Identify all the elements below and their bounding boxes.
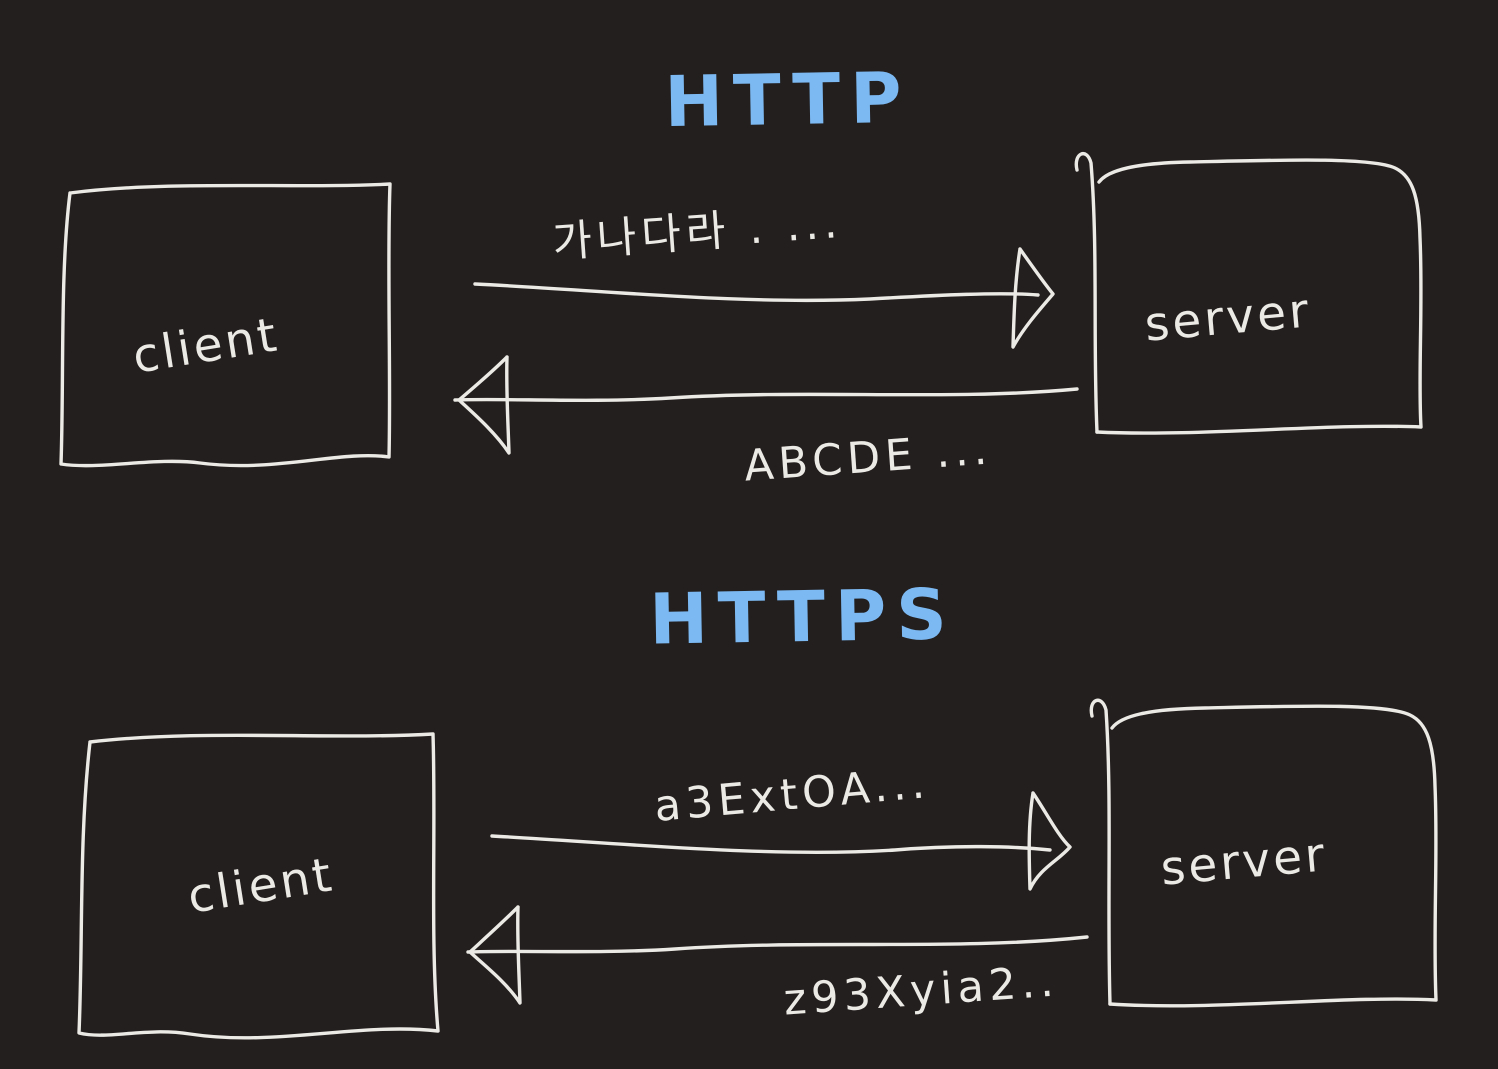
https-request-arrow	[490, 791, 1072, 891]
https-client-box	[77, 732, 440, 1040]
http-section-title: HTTP	[663, 56, 913, 144]
http-request-arrow	[473, 247, 1055, 349]
https-section-title: HTTPS	[648, 573, 958, 661]
http-server-box	[1074, 152, 1423, 435]
https-response-arrow	[466, 905, 1089, 1005]
http-client-box	[59, 182, 392, 468]
http-response-arrow	[453, 355, 1079, 455]
https-server-box	[1089, 698, 1438, 1008]
